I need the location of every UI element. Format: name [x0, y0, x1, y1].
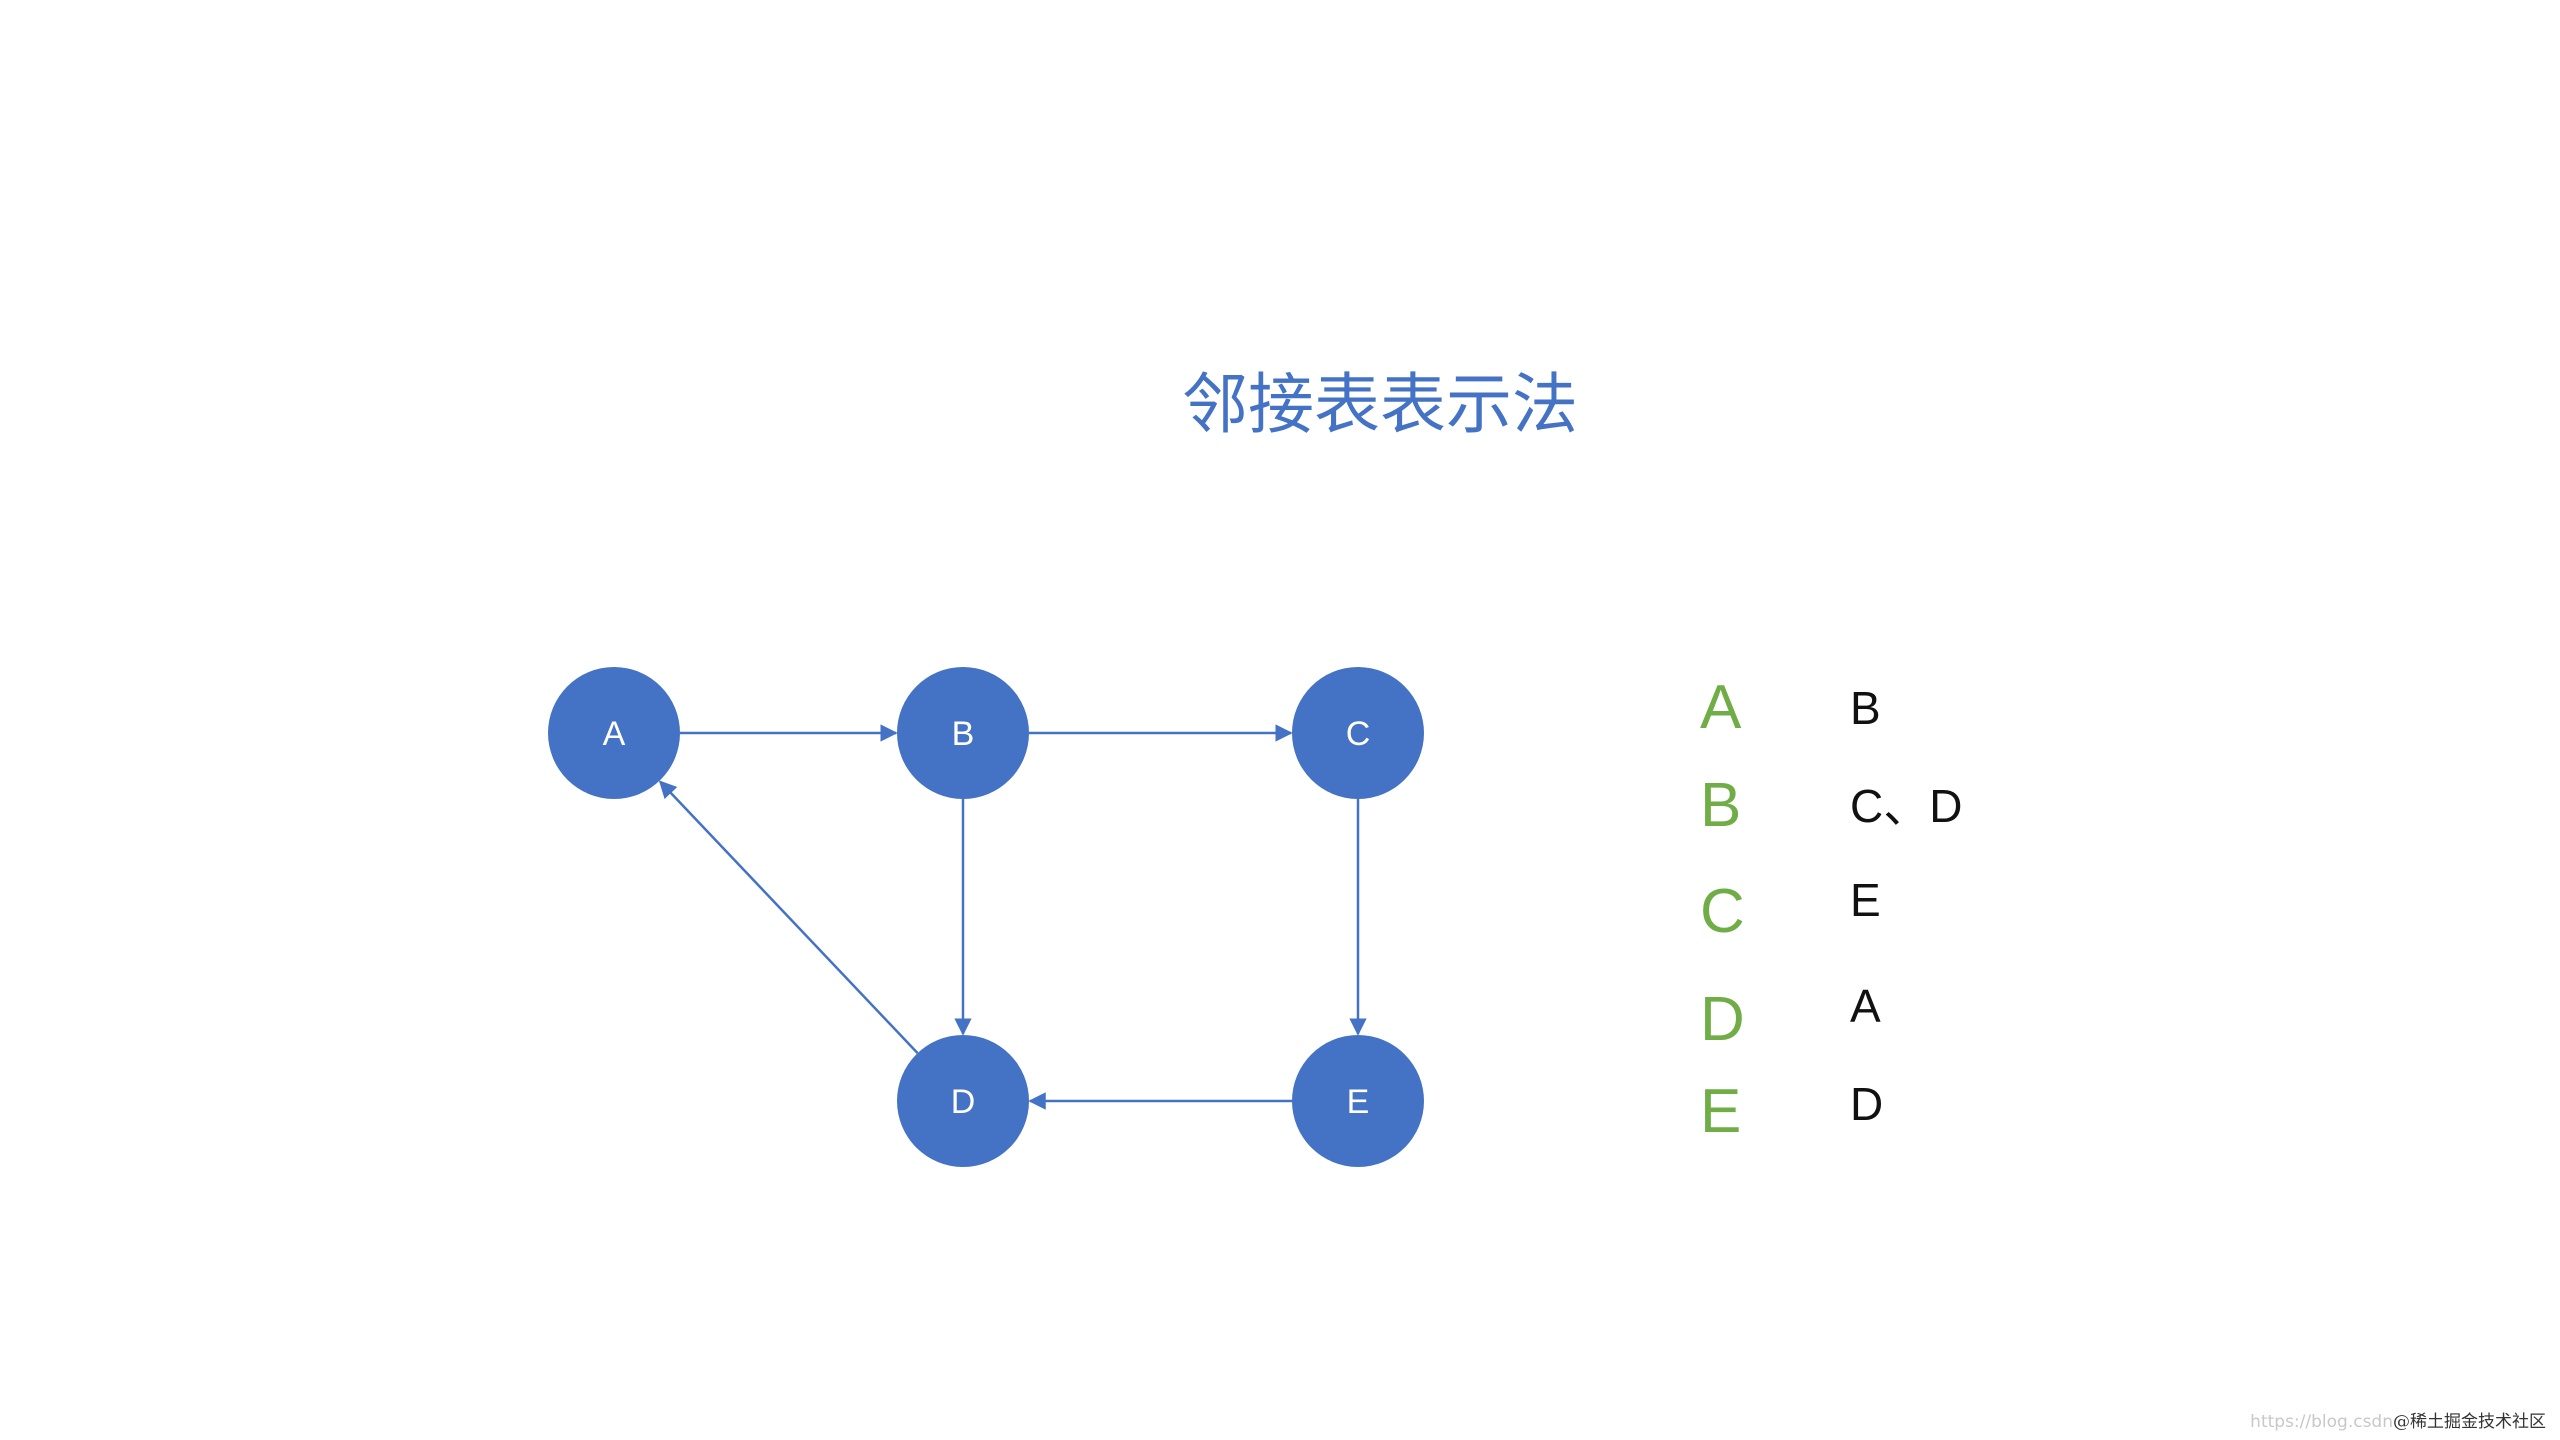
graph-node-d: D	[897, 1035, 1029, 1167]
watermark-text: @稀土掘金技术社区	[2393, 1412, 2546, 1432]
graph-node-e: E	[1292, 1035, 1424, 1167]
node-label: A	[603, 715, 626, 753]
graph-node-a: A	[548, 667, 680, 799]
adjacency-row-c: C E	[1700, 872, 2120, 952]
neighbor-list: E	[1850, 874, 1881, 926]
adjacency-row-d: D A	[1700, 980, 2120, 1060]
neighbor-list: A	[1850, 980, 1881, 1032]
vertex-key: D	[1700, 985, 1745, 1054]
nodes-layer: A B C D E	[548, 667, 1424, 1167]
graph-node-b: B	[897, 667, 1029, 799]
node-label: C	[1346, 715, 1371, 753]
vertex-key: A	[1700, 673, 1742, 742]
node-circle	[1292, 667, 1424, 799]
neighbor-list: D	[1850, 1078, 1884, 1130]
edge-d-to-a	[658, 780, 919, 1054]
node-circle	[548, 667, 680, 799]
slide-title: 邻接表表示法	[1182, 366, 1578, 443]
adjacency-row-b: B C、D	[1700, 766, 2120, 846]
node-label: D	[951, 1083, 976, 1121]
watermark-url: https://blog.csdn	[2250, 1412, 2393, 1432]
vertex-key: B	[1700, 771, 1742, 840]
edges-layer	[658, 724, 1367, 1110]
node-circle	[897, 667, 1029, 799]
neighbor-list: B	[1850, 682, 1881, 734]
graph-node-c: C	[1292, 667, 1424, 799]
neighbor-list: C、D	[1850, 780, 1963, 832]
adjacency-row-a: A B	[1700, 668, 2120, 748]
node-circle	[897, 1035, 1029, 1167]
node-circle	[1292, 1035, 1424, 1167]
vertex-key: C	[1700, 877, 1745, 946]
watermark: https://blog.csdn@稀土掘金技术社区	[2250, 1407, 2546, 1432]
vertex-key: E	[1700, 1077, 1742, 1146]
node-label: E	[1347, 1083, 1370, 1121]
adjacency-row-e: E D	[1700, 1072, 2120, 1152]
node-label: B	[952, 715, 975, 753]
